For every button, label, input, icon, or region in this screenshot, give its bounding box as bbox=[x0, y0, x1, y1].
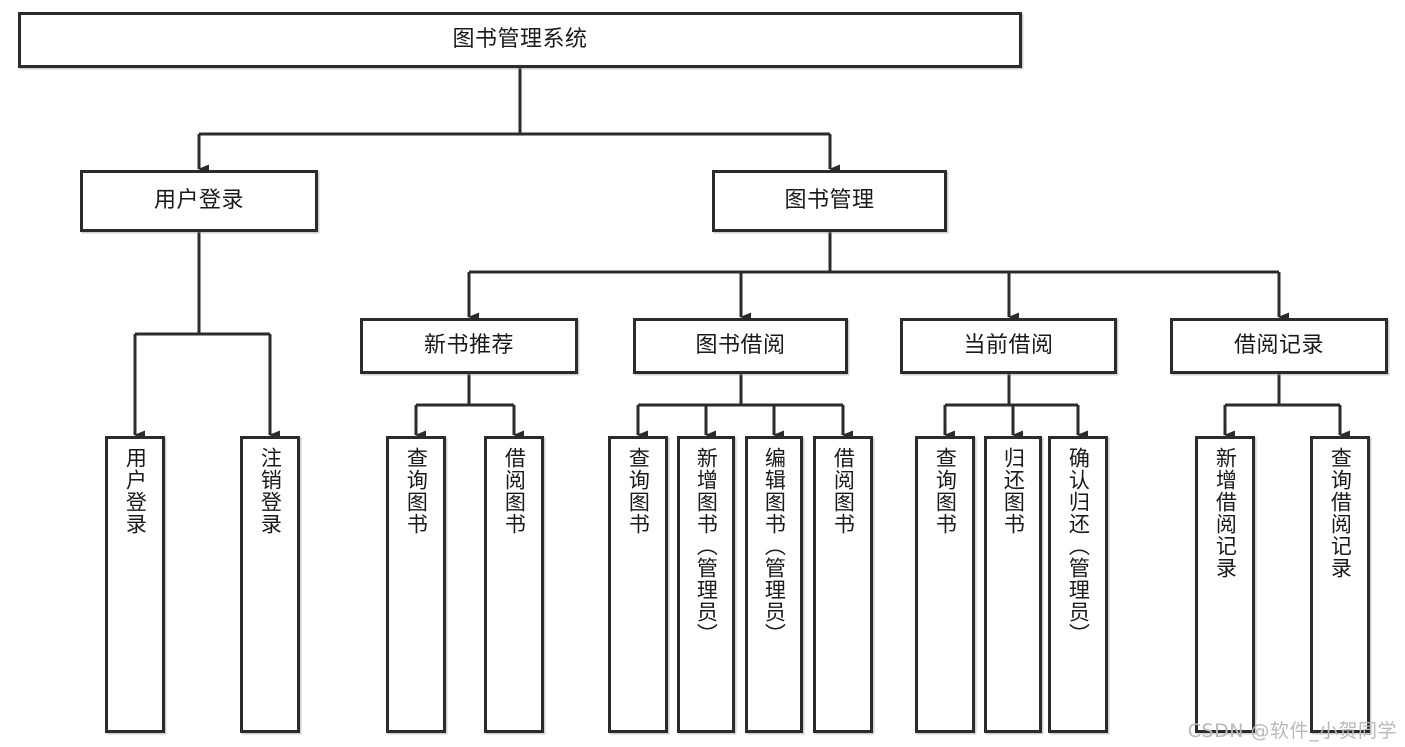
node-label: 编辑图书（管理员） bbox=[762, 447, 787, 645]
csdn-watermark: CSDN @软件_小贺同学 bbox=[1187, 720, 1397, 742]
node-leaf-return-book[interactable]: 归还图书 bbox=[984, 436, 1042, 733]
node-label: 新增图书（管理员） bbox=[694, 447, 719, 645]
node-label: 借阅记录 bbox=[1233, 332, 1324, 358]
node-label: 用户登录 bbox=[123, 447, 148, 535]
node-current-borrow[interactable]: 当前借阅 bbox=[900, 318, 1117, 374]
node-label: 图书借阅 bbox=[695, 332, 786, 358]
node-label: 图书管理 bbox=[784, 187, 875, 213]
node-label: 注销登录 bbox=[258, 447, 283, 535]
node-label: 用户登录 bbox=[153, 187, 244, 213]
node-leaf-user-login[interactable]: 用户登录 bbox=[105, 436, 165, 733]
node-label: 查询图书 bbox=[933, 447, 958, 535]
node-book-manage[interactable]: 图书管理 bbox=[712, 170, 947, 232]
node-leaf-add-record[interactable]: 新增借阅记录 bbox=[1195, 436, 1255, 733]
node-label: 借阅图书 bbox=[831, 447, 856, 535]
connector-lines bbox=[133, 68, 1350, 440]
node-user-login[interactable]: 用户登录 bbox=[80, 170, 318, 232]
node-label: 归还图书 bbox=[1001, 447, 1026, 535]
node-leaf-logout[interactable]: 注销登录 bbox=[240, 436, 300, 733]
node-leaf-edit-book[interactable]: 编辑图书（管理员） bbox=[745, 436, 803, 733]
node-leaf-query-book-3[interactable]: 查询图书 bbox=[915, 436, 975, 733]
node-leaf-borrow-book-2[interactable]: 借阅图书 bbox=[813, 436, 873, 733]
node-root[interactable]: 图书管理系统 bbox=[18, 12, 1022, 68]
node-leaf-add-book[interactable]: 新增图书（管理员） bbox=[677, 436, 735, 733]
node-label: 查询借阅记录 bbox=[1328, 447, 1353, 579]
node-leaf-borrow-book-1[interactable]: 借阅图书 bbox=[484, 436, 544, 733]
node-leaf-confirm-return[interactable]: 确认归还（管理员） bbox=[1048, 436, 1108, 733]
node-label: 当前借阅 bbox=[963, 332, 1054, 358]
node-borrow-record[interactable]: 借阅记录 bbox=[1170, 318, 1388, 374]
node-label: 新增借阅记录 bbox=[1213, 447, 1238, 579]
node-book-borrow[interactable]: 图书借阅 bbox=[633, 318, 848, 374]
node-leaf-query-book-1[interactable]: 查询图书 bbox=[386, 436, 446, 733]
node-label: 借阅图书 bbox=[502, 447, 527, 535]
node-label: 确认归还（管理员） bbox=[1066, 447, 1091, 645]
node-leaf-query-book-2[interactable]: 查询图书 bbox=[608, 436, 668, 733]
node-label: 查询图书 bbox=[626, 447, 651, 535]
node-label: 图书管理系统 bbox=[452, 26, 588, 52]
node-label: 查询图书 bbox=[404, 447, 429, 535]
node-leaf-query-record[interactable]: 查询借阅记录 bbox=[1310, 436, 1370, 733]
node-label: 新书推荐 bbox=[423, 332, 514, 358]
node-new-book-rec[interactable]: 新书推荐 bbox=[360, 318, 578, 374]
